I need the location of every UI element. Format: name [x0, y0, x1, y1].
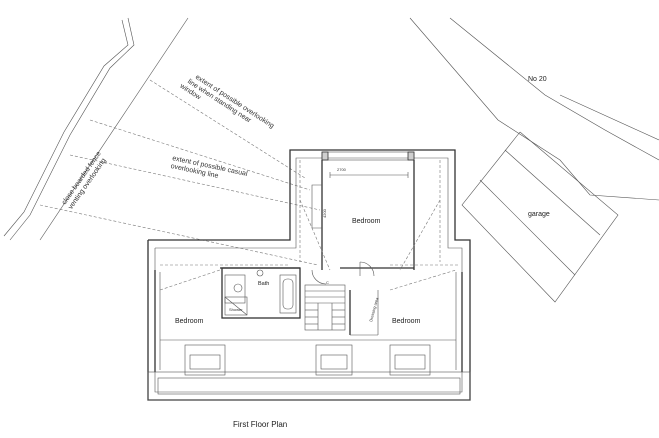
dimension-height: 4200	[322, 208, 327, 218]
fence-note: close boarded fence venting overlooking	[61, 150, 108, 210]
bedroom-left-label: Bedroom	[175, 318, 204, 325]
dressing-area-label: Dressing area	[368, 296, 379, 322]
bath-label: Bath	[258, 281, 269, 287]
overlooking-casual-note: extent of possible casual overlooking li…	[170, 155, 249, 180]
drawing-title: First Floor Plan	[233, 420, 287, 429]
no20-label: No 20	[528, 76, 547, 83]
boundary-lines	[3, 17, 189, 241]
house-walls	[147, 149, 471, 401]
cupboard-label: C	[326, 280, 329, 285]
dimension-width: 2700	[337, 167, 347, 172]
overlooking-lines	[39, 79, 321, 266]
bedroom-right-label: Bedroom	[392, 318, 421, 325]
bedroom-top-label: Bedroom	[352, 218, 381, 225]
shower-label: Shower	[229, 307, 243, 312]
overlooking-standing-note: extent of possible overlooking line when…	[178, 74, 276, 130]
svg-text:line when standing near: line when standing near	[186, 78, 252, 125]
garage-outline: garage	[461, 131, 619, 303]
svg-text:extent of possible overlooking: extent of possible overlooking	[194, 74, 275, 130]
garage-label: garage	[528, 211, 550, 218]
neighbour-building-no20: No 20	[409, 17, 659, 201]
